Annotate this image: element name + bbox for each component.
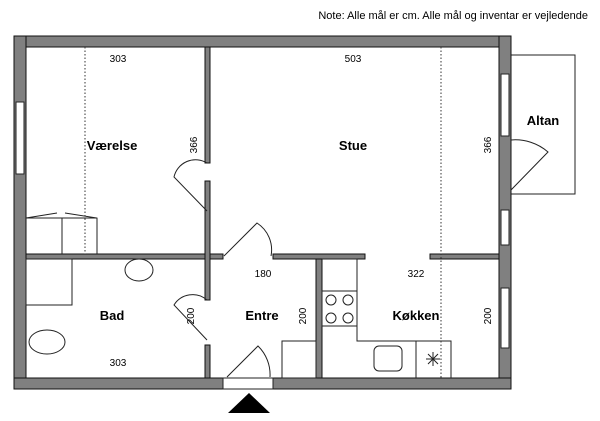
room-label-entre: Entre: [245, 308, 278, 323]
door-bad: [173, 294, 208, 341]
fixtures: [25, 212, 452, 379]
outer-walls: [13, 35, 512, 390]
room-label-bad: Bad: [100, 308, 125, 323]
dim-koekken-width: 322: [408, 269, 425, 280]
bad-cabinet: [25, 258, 73, 306]
entre-cabinet: [281, 340, 317, 379]
toilet-icon: [28, 329, 66, 355]
kitchen-sink-icon: [373, 345, 403, 372]
door-entrance: [226, 345, 271, 378]
door-altan: [510, 139, 549, 191]
dim-entre-depth: 200: [298, 307, 309, 324]
dim-stue-depth: 366: [483, 136, 494, 153]
windows: [15, 73, 510, 349]
room-label-stue: Stue: [339, 138, 367, 153]
window-stue-2: [500, 209, 510, 246]
dishwasher-icon: [426, 352, 440, 366]
room-label-koekken: Køkken: [393, 308, 440, 323]
dim-koekken-depth: 200: [483, 307, 494, 324]
dim-bad-depth: 200: [186, 307, 197, 324]
stove-icon: [321, 290, 358, 327]
kitchen-counter: [322, 258, 452, 378]
door-vaerelse: [173, 159, 208, 212]
room-label-altan: Altan: [527, 113, 560, 128]
dim-vaerelse-depth: 366: [189, 136, 200, 153]
doors: [173, 139, 549, 413]
sink-icon: [124, 258, 154, 282]
dim-stue-width: 503: [345, 54, 362, 65]
window-koekken: [500, 287, 510, 349]
room-label-vaerelse: Værelse: [87, 138, 138, 153]
inner-walls: [25, 46, 500, 379]
window-stue: [500, 73, 510, 137]
dim-bad-width: 303: [110, 358, 127, 369]
dim-vaerelse-width: 303: [110, 54, 127, 65]
wardrobe: [25, 212, 98, 254]
dim-entre-width: 180: [255, 269, 272, 280]
entrance-arrow-icon: [228, 393, 270, 413]
window-vaerelse: [15, 101, 25, 175]
measurement-note: Note: Alle mål er cm. Alle mål og invent…: [318, 10, 588, 22]
door-stue: [223, 222, 273, 257]
